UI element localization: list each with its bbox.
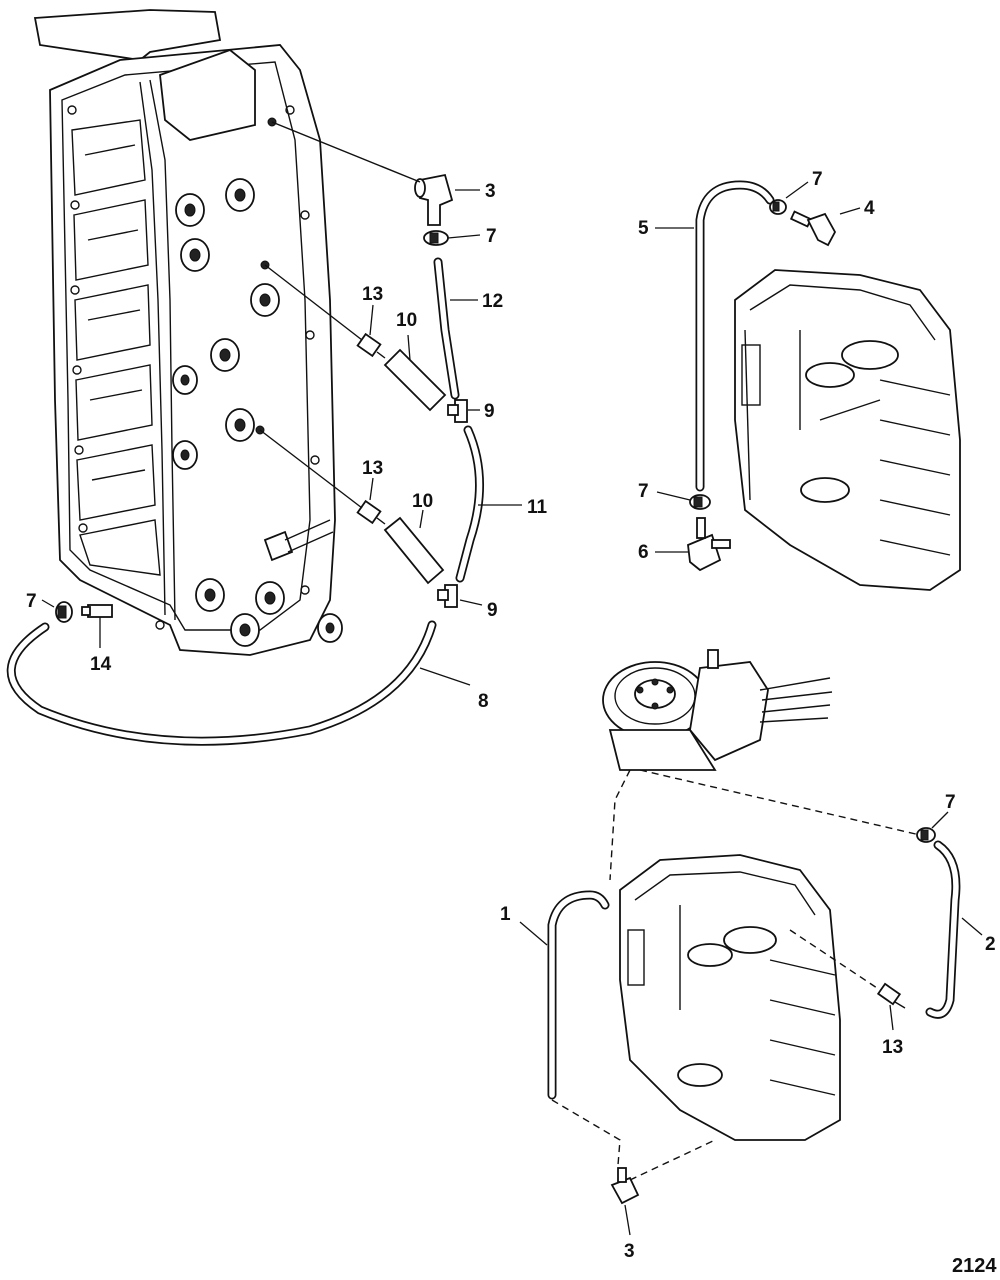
- elbow-fitting-3-lower: [610, 1167, 640, 1205]
- callout-1: 1: [500, 904, 511, 925]
- fitting-13-right: [876, 982, 906, 1009]
- elbow-fitting-4: [789, 210, 837, 247]
- callout-13: 13: [882, 1037, 903, 1058]
- callout-3: 3: [624, 1241, 635, 1262]
- callout-12: 12: [482, 291, 503, 312]
- callout-13: 13: [362, 458, 383, 479]
- hose-5: [695, 180, 775, 492]
- sleeve-10-upper: [383, 348, 447, 412]
- flywheel-assembly: [602, 649, 833, 771]
- fitting-13-upper: [356, 332, 386, 359]
- callout-13: 13: [362, 284, 383, 305]
- hose-1: [547, 890, 610, 1100]
- cylinder-block-lower: [619, 854, 841, 1141]
- clamp-7-left: [55, 601, 73, 623]
- leader-lines: [41, 181, 983, 1236]
- hose-8: [6, 620, 437, 746]
- callout-7: 7: [26, 591, 37, 612]
- elbow-fitting-6: [687, 517, 731, 572]
- callout-10: 10: [412, 491, 433, 512]
- callout-9: 9: [487, 600, 498, 621]
- clamp-7-mid-right: [689, 494, 711, 510]
- hose-11: [455, 425, 485, 583]
- hose-12: [433, 257, 460, 400]
- callout-7: 7: [812, 169, 823, 190]
- callout-7: 7: [486, 226, 497, 247]
- elbow-fitting-3: [414, 173, 454, 226]
- callout-9: 9: [484, 401, 495, 422]
- figure-number: 2124: [952, 1255, 997, 1277]
- callout-8: 8: [478, 691, 489, 712]
- cylinder-block-cover: [33, 9, 343, 656]
- cylinder-block-upper: [734, 269, 961, 591]
- callout-14: 14: [90, 654, 112, 675]
- callout-4: 4: [864, 198, 875, 219]
- dashed-connections: [551, 769, 921, 1181]
- callout-2: 2: [985, 934, 996, 955]
- callout-10: 10: [396, 310, 417, 331]
- fitting-13-lower: [356, 499, 386, 525]
- callout-6: 6: [638, 542, 649, 563]
- callout-7: 7: [945, 792, 956, 813]
- sleeve-10-lower: [383, 516, 445, 585]
- callout-3: 3: [485, 181, 496, 202]
- clamp-7-lower-right: [916, 827, 936, 843]
- fitting-14: [81, 604, 113, 618]
- tee-fitting-9-upper: [447, 399, 468, 423]
- clamp-7-upper: [423, 230, 449, 246]
- boss-set: [172, 178, 343, 647]
- callout-11: 11: [527, 497, 548, 518]
- callout-5: 5: [638, 218, 649, 239]
- tee-fitting-9-lower: [437, 584, 458, 608]
- hose-2: [925, 840, 961, 1019]
- callout-7: 7: [638, 481, 649, 502]
- clamp-7-top-right: [769, 199, 787, 215]
- callout-labels: 3 7 12 13 10 9 13 10 11 9 7 14 8 7 4 5 7…: [26, 169, 997, 1277]
